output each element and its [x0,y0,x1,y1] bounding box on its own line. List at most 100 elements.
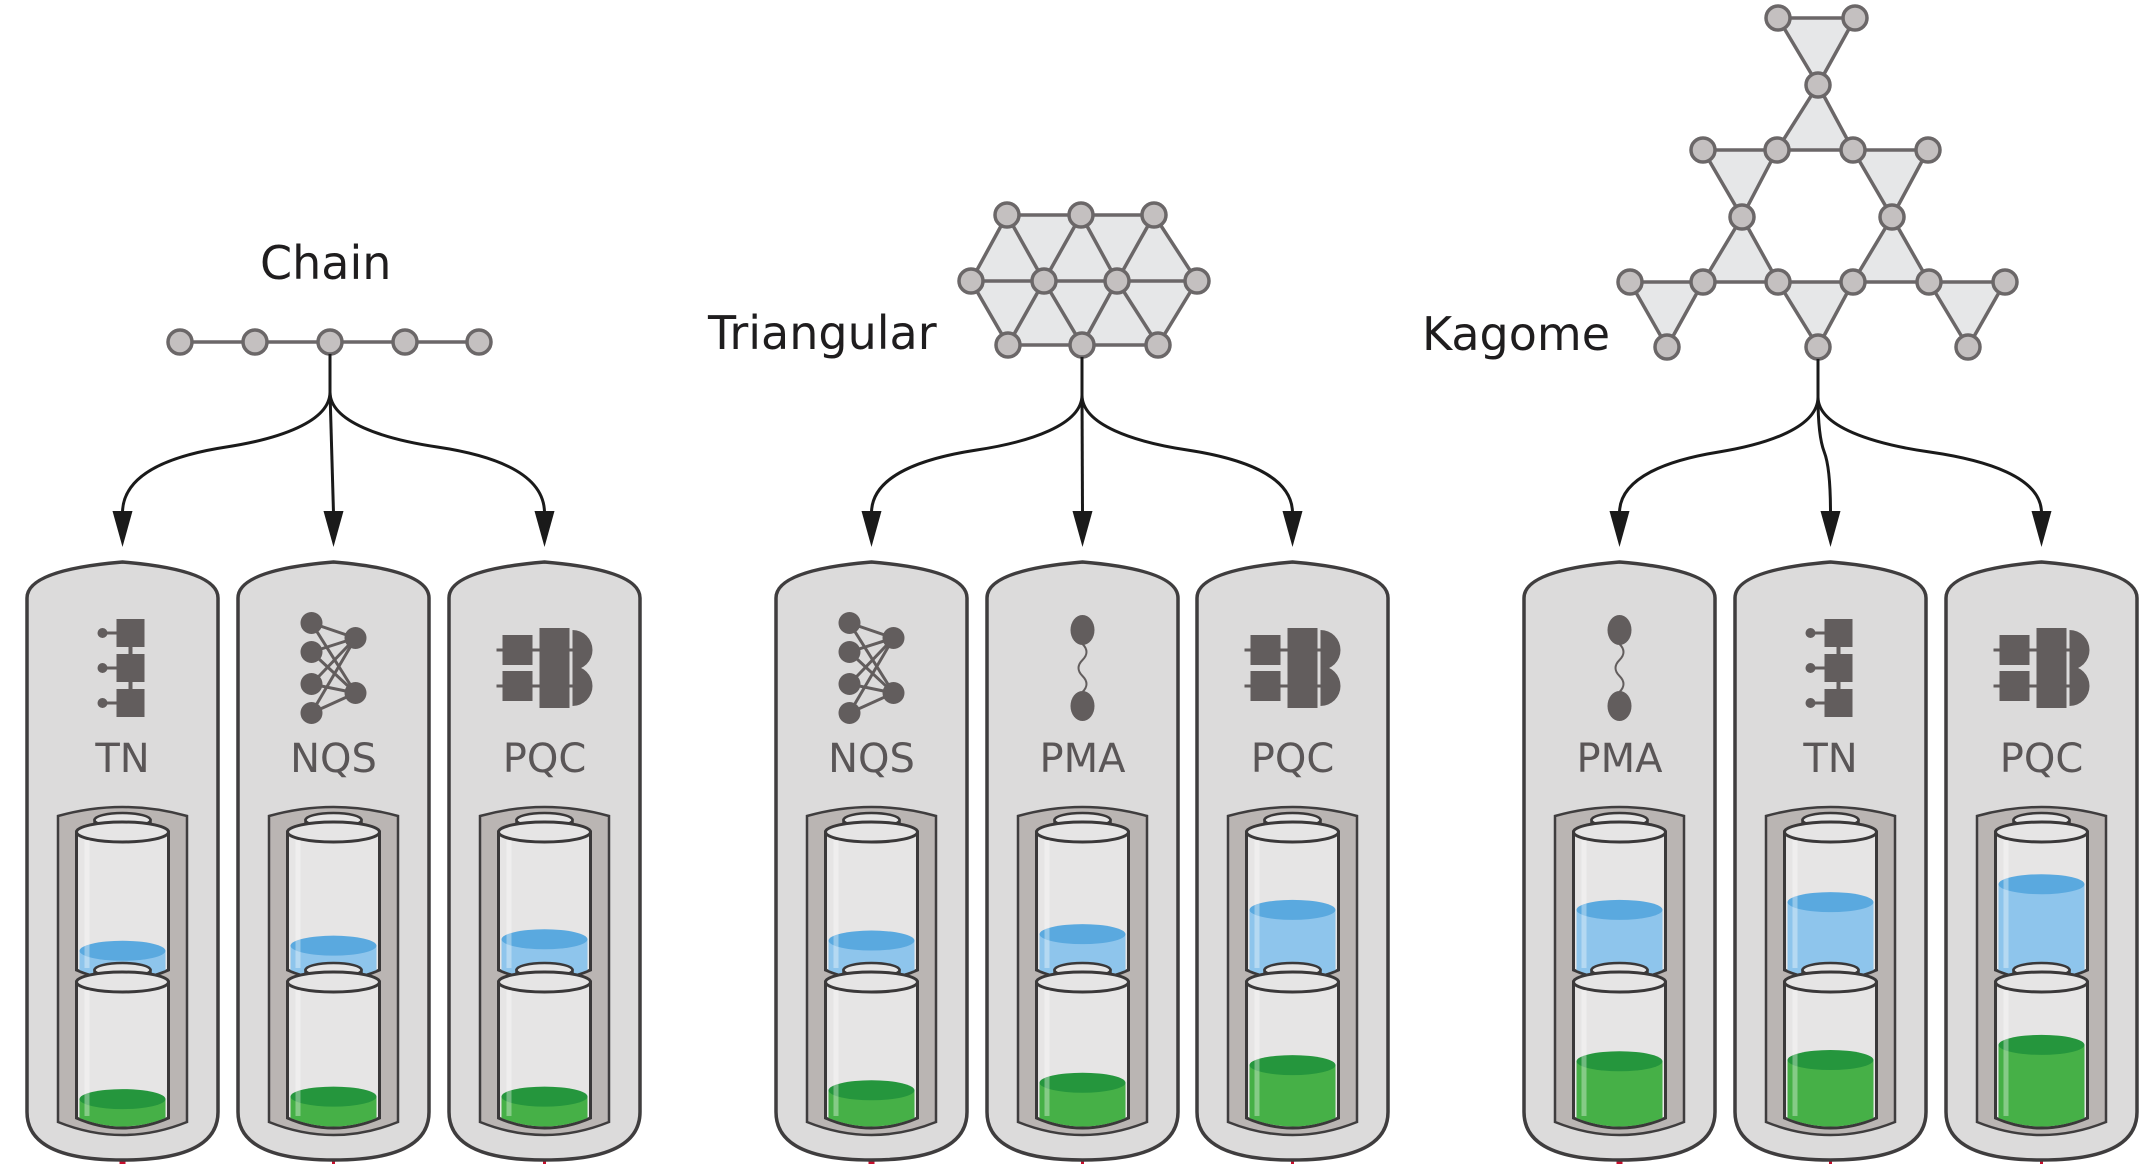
battery-top [1035,820,1130,844]
method-label: PMA [1040,736,1127,782]
title-triangular: Triangular [707,306,937,360]
battery-top [1783,820,1878,844]
nn-node [344,627,367,649]
lattice-node [1140,201,1168,229]
quantum-circuit-icon [1993,628,2090,708]
lattice-node [1954,333,1982,361]
quantum-circuit-icon [1244,628,1341,708]
nn-node [838,702,861,724]
arrowhead-icon [1820,511,1841,547]
measurement [572,630,593,670]
battery-liquid-surface [501,929,588,950]
battery-highlight [295,990,301,1116]
lattice-face [1630,282,1703,347]
battery-top [1994,820,2089,844]
lattice-node [1839,268,1867,296]
battery-liquid [1576,909,1663,979]
battery-highlight [2003,840,2009,968]
lattice-node [1183,267,1211,295]
wavy-bond [1614,643,1625,693]
single-qubit-gate [1250,635,1281,665]
lattice-node [1764,268,1792,296]
arrow-line [870,394,1084,514]
lower-battery [1994,961,2089,1130]
lattice-node [1764,4,1792,32]
lattice-chain [166,328,493,356]
title-chain: Chain [260,236,391,290]
two-qubit-gate [2036,628,2067,708]
lattice-node [1763,136,1791,164]
lattice-node [994,331,1022,359]
arrow-line [1816,396,1832,514]
battery-highlight [833,840,839,968]
battery-liquid [1039,1082,1126,1127]
battery-top [1572,970,1667,994]
lattice-face [1778,18,1855,85]
battery-top [1994,970,2089,994]
method-capsule-nqs: NQS [774,560,969,1164]
battery-highlight [1254,840,1260,968]
two-qubit-gate [539,628,570,708]
battery-liquid [1998,884,2085,979]
arrow-line [121,391,332,514]
upper-battery [1783,811,1878,982]
particle [1070,615,1095,645]
battery-liquid-surface [1039,924,1126,945]
upper-battery [1994,811,2089,982]
battery-highlight [1044,840,1050,968]
neural-network-icon [838,612,905,724]
upper-battery [286,811,381,982]
lattice-node [1804,71,1832,99]
arrows-chain [112,354,555,547]
particle [1607,615,1632,645]
battery-top [286,970,381,994]
battery-highlight [2003,990,2009,1116]
two-qubit-gate [1287,628,1318,708]
battery-liquid [1787,902,1874,979]
lattice-node [1144,331,1172,359]
measurement [2069,630,2090,670]
nn-node [838,673,861,695]
lower-battery [497,961,592,1130]
lattice-triangular [957,201,1211,359]
arrow-line [328,391,546,514]
single-qubit-gate [1999,671,2030,701]
lattice-node [1067,201,1095,229]
arrows-layer [112,354,2052,547]
lattice-node [1103,267,1131,295]
nn-node [344,682,367,704]
battery-highlight [1792,990,1798,1116]
battery-top [1245,820,1340,844]
lattice-node [1804,333,1832,361]
method-capsule-pqc: PQC [447,560,642,1164]
battery-liquid-surface [1249,899,1336,920]
quantum-circuit-icon [496,628,593,708]
lattice-node [1991,268,2019,296]
nn-node [882,627,905,649]
neural-network-icon [300,612,367,724]
battery-highlight [506,840,512,968]
battery-liquid-surface [1576,1051,1663,1072]
nn-node [300,641,323,663]
battery-top [1245,970,1340,994]
battery-liquid-surface [79,940,166,961]
arrowhead-icon [861,511,882,547]
lattice-node [1728,203,1756,231]
battery-top [824,970,919,994]
battery-highlight [1792,840,1798,968]
method-label: PQC [1251,736,1335,782]
tensor-leg-end [97,698,108,708]
tensor-leg-end [1805,698,1816,708]
single-qubit-gate [1999,635,2030,665]
arrowhead-icon [112,511,133,547]
lower-battery [1245,961,1340,1130]
arrowhead-icon [1282,511,1303,547]
battery-liquid [1787,1060,1874,1127]
tensor-leg-end [1805,628,1816,638]
arrow-line [1816,396,2043,514]
method-label: NQS [828,736,915,782]
lattice-node [166,328,194,356]
upper-battery [824,811,919,982]
battery-top [824,820,919,844]
